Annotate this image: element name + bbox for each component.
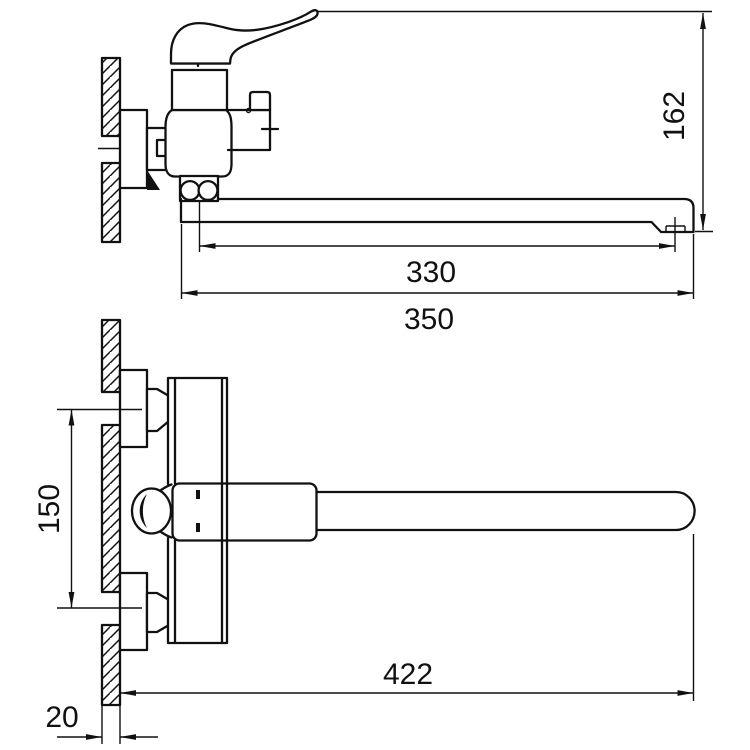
dimension-330: 330	[198, 201, 676, 289]
faucet-body	[164, 54, 233, 178]
arrowhead-right-icon	[677, 290, 694, 296]
bearing-ball	[197, 179, 219, 202]
lever-handle	[169, 9, 319, 65]
arrowhead-left-icon	[120, 690, 136, 696]
plan-view: 150 422 20	[33, 318, 696, 744]
bearing-ball	[179, 179, 201, 202]
dim-label-162: 162	[658, 91, 691, 141]
arrowhead-up-icon	[700, 13, 706, 29]
arrowhead-left-icon	[120, 734, 136, 740]
swivel-joint	[178, 174, 220, 203]
dimension-20: 20	[45, 701, 158, 744]
arrowhead-left-icon	[181, 290, 198, 296]
lever-knob	[130, 483, 173, 539]
dimension-162: 162	[318, 10, 713, 233]
dimension-350: 350	[180, 224, 695, 336]
arrowhead-down-icon	[700, 214, 706, 230]
spout	[179, 197, 695, 234]
arrowhead-right-icon	[659, 243, 675, 249]
wall-flange	[118, 108, 149, 190]
dimension-150: 150	[33, 408, 142, 609]
faucet-body-edges	[166, 376, 229, 645]
dim-label-150: 150	[33, 484, 66, 534]
dim-label-20: 20	[45, 701, 78, 734]
spout-tube	[316, 490, 696, 532]
arrowhead-left-icon	[199, 243, 216, 249]
diverter	[226, 90, 280, 152]
side-view: 162 330 350	[98, 9, 713, 336]
dimension-422: 422	[120, 534, 695, 701]
shadow-wedge	[147, 170, 160, 190]
arrowhead-down-icon	[68, 592, 75, 608]
arrowhead-right-icon	[86, 734, 102, 740]
wall-plate-section	[98, 56, 134, 244]
dim-label-422: 422	[383, 658, 433, 691]
arrowhead-right-icon	[677, 690, 694, 696]
dim-label-330: 330	[406, 256, 456, 289]
wall-plate-section	[100, 318, 122, 707]
spout-nut	[171, 482, 318, 542]
knob-shading	[139, 494, 147, 528]
arrowhead-up-icon	[68, 409, 75, 426]
dim-label-350: 350	[404, 303, 454, 336]
